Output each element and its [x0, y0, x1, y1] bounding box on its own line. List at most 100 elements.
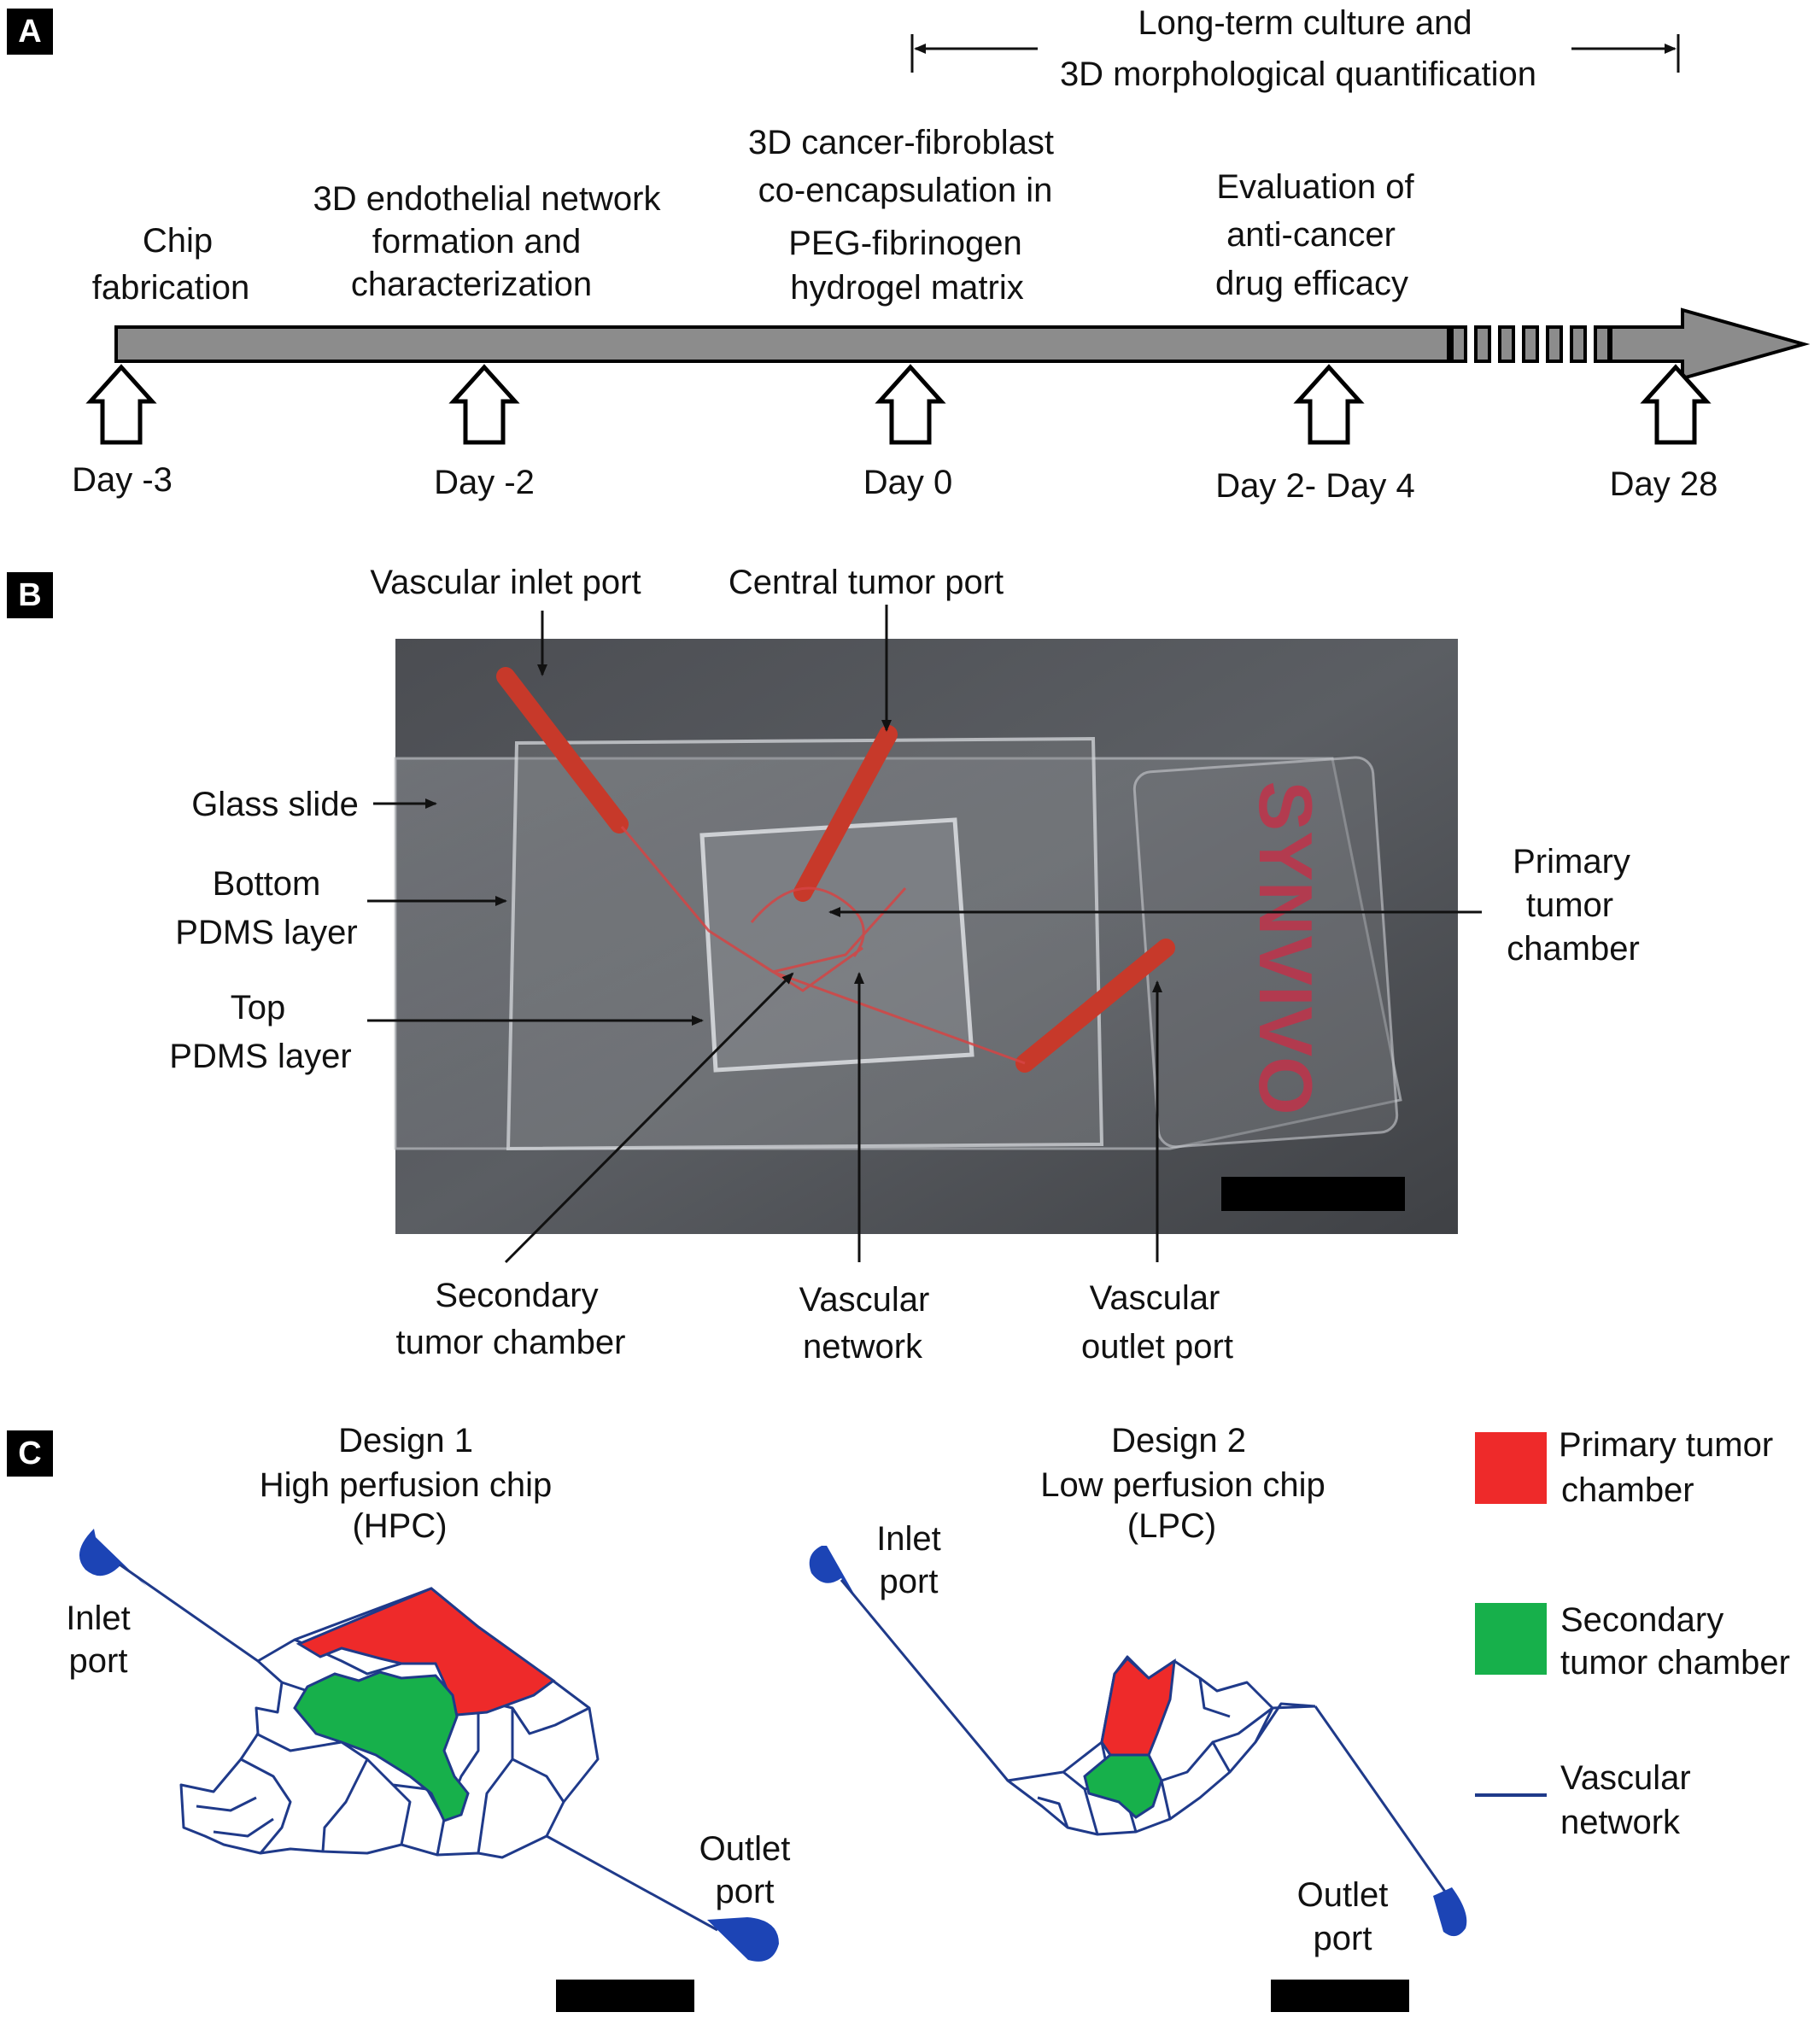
label-vascular-network-line2: network [803, 1328, 923, 1366]
secondary-tumor-region [293, 1670, 470, 1822]
inlet-channel [119, 1563, 259, 1663]
step4-label-line3: drug efficacy [1215, 265, 1408, 302]
outlet-port-shape [1433, 1887, 1467, 1937]
design1-title-line1: Design 1 [338, 1422, 473, 1459]
device-photo: SYNVIVO [394, 639, 1458, 1234]
design1-title-line2: High perfusion chip [260, 1466, 552, 1504]
legend-vascular-line2: network [1560, 1804, 1681, 1841]
inlet-tube [496, 667, 629, 834]
step4-label-line2: anti-cancer [1226, 216, 1396, 254]
label-vascular-outlet-line2: outlet port [1081, 1328, 1233, 1366]
panel-label-a: A [7, 9, 53, 55]
secondary-tumor-region [1083, 1753, 1163, 1819]
outlet-channel [1314, 1705, 1447, 1892]
label-primary-tumor-line3: chamber [1507, 930, 1640, 968]
panel-label-b: B [7, 572, 53, 618]
design2-title-line1: Design 2 [1111, 1422, 1246, 1459]
label-top-pdms-line1: Top [231, 989, 286, 1027]
legend-swatch-primary [1475, 1432, 1547, 1504]
red-vascular-traces [620, 826, 1026, 1065]
legend: Primary tumor chamber Secondary tumor ch… [1475, 1426, 1790, 1841]
outlet-port-shape [707, 1917, 779, 1962]
legend-primary-line2: chamber [1561, 1471, 1694, 1509]
central-tube [793, 725, 898, 902]
step1-label-line1: Chip [143, 222, 213, 260]
step1-label-line2: fabrication [92, 269, 250, 307]
design1-title: Design 1 High perfusion chip (HPC) [260, 1422, 552, 1545]
top-pdms-shape [699, 817, 974, 1073]
legend-secondary-line1: Secondary [1560, 1601, 1723, 1639]
annotation-arrow [504, 972, 794, 1264]
step4-day: Day 2- Day 4 [1215, 467, 1414, 505]
range-label-line1: Long-term culture and [1138, 4, 1472, 42]
design1-outlet-line1: Outlet [699, 1830, 791, 1868]
design1-schematic [79, 1529, 779, 2012]
up-arrow-icon [85, 364, 157, 445]
step3-day: Day 0 [863, 464, 953, 501]
scale-bar-design1 [556, 1980, 694, 2012]
label-primary-tumor-line1: Primary [1513, 843, 1630, 880]
step5-day: Day 28 [1610, 465, 1718, 503]
design2-title-line3: (LPC) [1127, 1507, 1216, 1545]
panel-label-c: C [7, 1430, 53, 1477]
design1-title-line3: (HPC) [352, 1507, 447, 1545]
scale-bar-photo [1221, 1177, 1405, 1211]
label-secondary-tumor-line1: Secondary [435, 1277, 598, 1314]
outlet-channel [546, 1834, 718, 1932]
design2-inlet-line1: Inlet [876, 1520, 941, 1558]
design2-inlet-line2: port [880, 1563, 939, 1600]
design2-title: Design 2 Low perfusion chip (LPC) [1040, 1422, 1325, 1545]
design2-title-line2: Low perfusion chip [1040, 1466, 1325, 1504]
label-top-pdms-line2: PDMS layer [169, 1038, 351, 1075]
step3-label-line1: 3D cancer-fibroblast [748, 124, 1054, 161]
step2-day: Day -2 [434, 464, 535, 501]
range-label-line2: 3D morphological quantification [1060, 56, 1536, 93]
up-arrow-icon [875, 364, 946, 445]
label-primary-tumor-line2: tumor [1526, 886, 1613, 924]
timeline-panel: Long-term culture and 3D morphological q… [72, 4, 1811, 505]
step4-label-line1: Evaluation of [1216, 168, 1414, 206]
design1-outlet-line2: port [716, 1873, 775, 1910]
legend-swatch-secondary [1475, 1603, 1547, 1675]
up-arrow-icon [448, 364, 520, 445]
timeline-dashes [1450, 325, 1611, 363]
label-bottom-pdms-line1: Bottom [213, 865, 321, 903]
label-vascular-network-line1: Vascular [799, 1281, 930, 1319]
network-outline [179, 1587, 600, 1859]
design1-inlet-line1: Inlet [66, 1600, 131, 1637]
step2-label-line1: 3D endothelial network [313, 180, 662, 218]
bottom-pdms-shape [506, 736, 1104, 1151]
legend-primary-line1: Primary tumor [1559, 1426, 1773, 1464]
design2-schematic [809, 1546, 1467, 2012]
inlet-port-shape [809, 1546, 858, 1601]
step2-label-line3: characterization [351, 266, 592, 303]
label-bottom-pdms-line2: PDMS layer [175, 914, 357, 951]
logo-text: SYNVIVO [1244, 781, 1328, 1114]
label-vascular-inlet-port: Vascular inlet port [370, 564, 641, 601]
step1-day: Day -3 [72, 461, 173, 499]
label-secondary-tumor-line2: tumor chamber [396, 1324, 626, 1361]
design2-outlet-line2: port [1314, 1920, 1372, 1957]
step3-label-line4: hydrogel matrix [790, 269, 1023, 307]
up-arrow-icon [1640, 364, 1712, 445]
photo-annotations: Vascular inlet port Central tumor port G… [169, 564, 1640, 1366]
step3-label-line3: PEG-fibrinogen [788, 225, 1021, 262]
up-arrow-icon [1293, 364, 1365, 445]
scale-bar-design2 [1271, 1980, 1409, 2012]
step2-label-line2: formation and [372, 223, 582, 260]
step3-label-line2: co-encapsulation in [758, 172, 1053, 209]
primary-tumor-region [1100, 1656, 1176, 1757]
connector-channel [1272, 1705, 1316, 1710]
timeline-arrowhead [1609, 307, 1811, 381]
label-central-tumor-port: Central tumor port [729, 564, 1004, 601]
design2-outlet-line1: Outlet [1297, 1876, 1389, 1914]
network-vessels [1037, 1677, 1316, 1835]
inlet-channel [840, 1579, 1009, 1781]
design1-inlet-line2: port [69, 1642, 128, 1680]
outlet-tube [1015, 939, 1175, 1073]
timeline-bar [114, 325, 1450, 363]
label-vascular-outlet-line1: Vascular [1090, 1279, 1220, 1317]
label-glass-slide: Glass slide [191, 786, 359, 823]
inlet-port-shape [79, 1529, 147, 1587]
